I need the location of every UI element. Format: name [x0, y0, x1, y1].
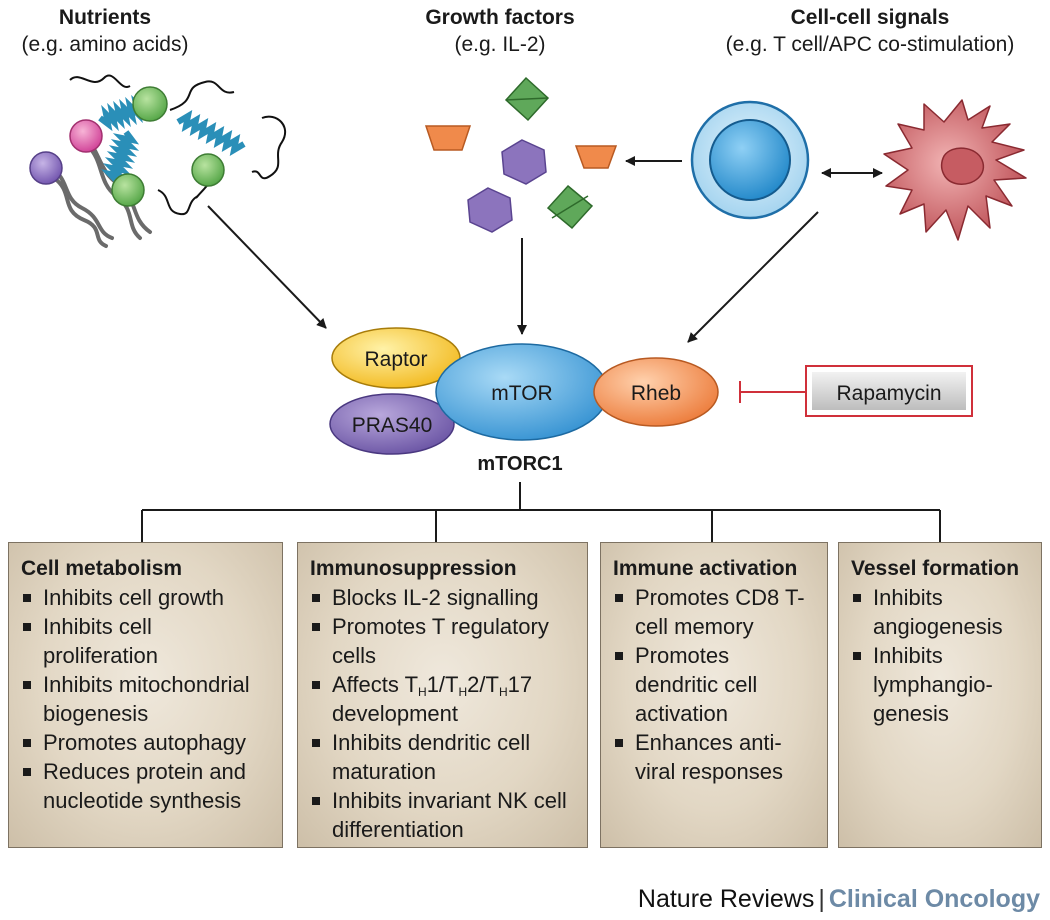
list-item: Promotes autophagy — [21, 728, 272, 757]
purple-hexagon-1 — [501, 139, 547, 185]
immune-activation-box: Immune activation Promotes CD8 T-cell me… — [600, 542, 828, 848]
antigen-presenting-cell — [883, 99, 1027, 241]
amino-acid-green-1 — [132, 86, 168, 122]
effects-list: Inhibits angiogenesis Inhibits lymphangi… — [851, 583, 1031, 728]
cell-metabolism-box: Cell metabolism Inhibits cell growth Inh… — [8, 542, 283, 848]
green-cube-2 — [546, 184, 594, 230]
green-cube-1 — [504, 76, 550, 122]
journal-name: Nature Reviews — [637, 885, 815, 913]
box-title: Vessel formation — [851, 557, 1020, 580]
mtor-label: mTOR — [491, 382, 552, 405]
rapamycin-inhibition — [739, 365, 973, 417]
rheb-subunit — [593, 357, 719, 427]
nutrients-illustration — [29, 74, 287, 248]
immunosuppression-box: Immunosuppression Blocks IL-2 signalling… — [297, 542, 588, 848]
pras40-subunit — [329, 393, 455, 455]
list-item: Promotes T regulatory cells — [310, 612, 577, 670]
effects-list: Inhibits cell growth Inhibits cell proli… — [21, 583, 272, 815]
box-title: Cell metabolism — [21, 557, 183, 580]
alpha-helix-3 — [100, 130, 140, 185]
journal-credit: Nature Reviews|Clinical Oncology — [600, 884, 1040, 914]
list-item: Inhibits cell proliferation — [21, 612, 272, 670]
rheb-label: Rheb — [631, 382, 681, 405]
protein-chain — [69, 74, 287, 216]
growth-factors-subtitle: (e.g. IL-2) — [454, 33, 546, 56]
cell-signals-heading: Cell-cell signals (e.g. T cell/APC co-st… — [690, 4, 1050, 58]
list-item: Inhibits invariant NK cell differentiati… — [310, 786, 577, 844]
growth-factors-illustration — [424, 76, 618, 233]
nutrients-arrow — [207, 205, 327, 329]
amino-acid-green-2 — [111, 173, 145, 207]
list-item: Inhibits cell growth — [21, 583, 272, 612]
list-item: Inhibits lymphangio-genesis — [851, 641, 1031, 728]
credit-separator: | — [818, 885, 825, 913]
journal-title: Clinical Oncology — [828, 885, 1040, 913]
raptor-label: Raptor — [364, 348, 427, 371]
output-branch-connector — [141, 482, 941, 542]
list-item: Inhibits angiogenesis — [851, 583, 1031, 641]
list-item: Promotes dendritic cell activation — [613, 641, 817, 728]
effects-list: Promotes CD8 T-cell memory Promotes dend… — [613, 583, 817, 786]
nutrients-title: Nutrients — [58, 6, 152, 29]
box-title: Immune activation — [613, 557, 798, 580]
amino-acid-pink — [69, 119, 103, 153]
alpha-helix-2 — [176, 109, 246, 157]
list-item: Blocks IL-2 signalling — [310, 583, 577, 612]
growth-factors-title: Growth factors — [425, 6, 575, 29]
list-item: Promotes CD8 T-cell memory — [613, 583, 817, 641]
rapamycin-label: Rapamycin — [836, 382, 941, 405]
pras40-label: PRAS40 — [352, 414, 433, 437]
vessel-formation-box: Vessel formation Inhibits angiogenesis I… — [838, 542, 1042, 848]
nutrients-heading: Nutrients (e.g. amino acids) — [0, 4, 210, 58]
cell-signals-arrow — [687, 211, 819, 343]
nutrients-subtitle: (e.g. amino acids) — [21, 33, 189, 56]
cell-signals-subtitle: (e.g. T cell/APC co-stimulation) — [725, 33, 1015, 56]
cell-signals-title: Cell-cell signals — [790, 6, 950, 29]
orange-trapezoid-1 — [424, 125, 472, 151]
list-item: Enhances anti-viral responses — [613, 728, 817, 786]
list-item: Reduces protein and nucleotide synthesis — [21, 757, 272, 815]
list-item: Inhibits mitochondrial biogenesis — [21, 670, 272, 728]
growth-factors-heading: Growth factors (e.g. IL-2) — [400, 4, 600, 58]
orange-trapezoid-2 — [574, 145, 618, 169]
amino-acid-purple — [29, 151, 63, 185]
effects-list: Blocks IL-2 signalling Promotes T regula… — [310, 583, 577, 844]
list-item: Inhibits dendritic cell maturation — [310, 728, 577, 786]
box-title: Immunosuppression — [310, 557, 517, 580]
purple-hexagon-2 — [467, 187, 513, 233]
mtorc1-label: mTORC1 — [477, 453, 562, 475]
t-cell — [690, 100, 810, 220]
amino-acid-green-3 — [191, 153, 225, 187]
list-item-th-development: Affects TH1/TH2/TH17 development — [310, 670, 577, 728]
